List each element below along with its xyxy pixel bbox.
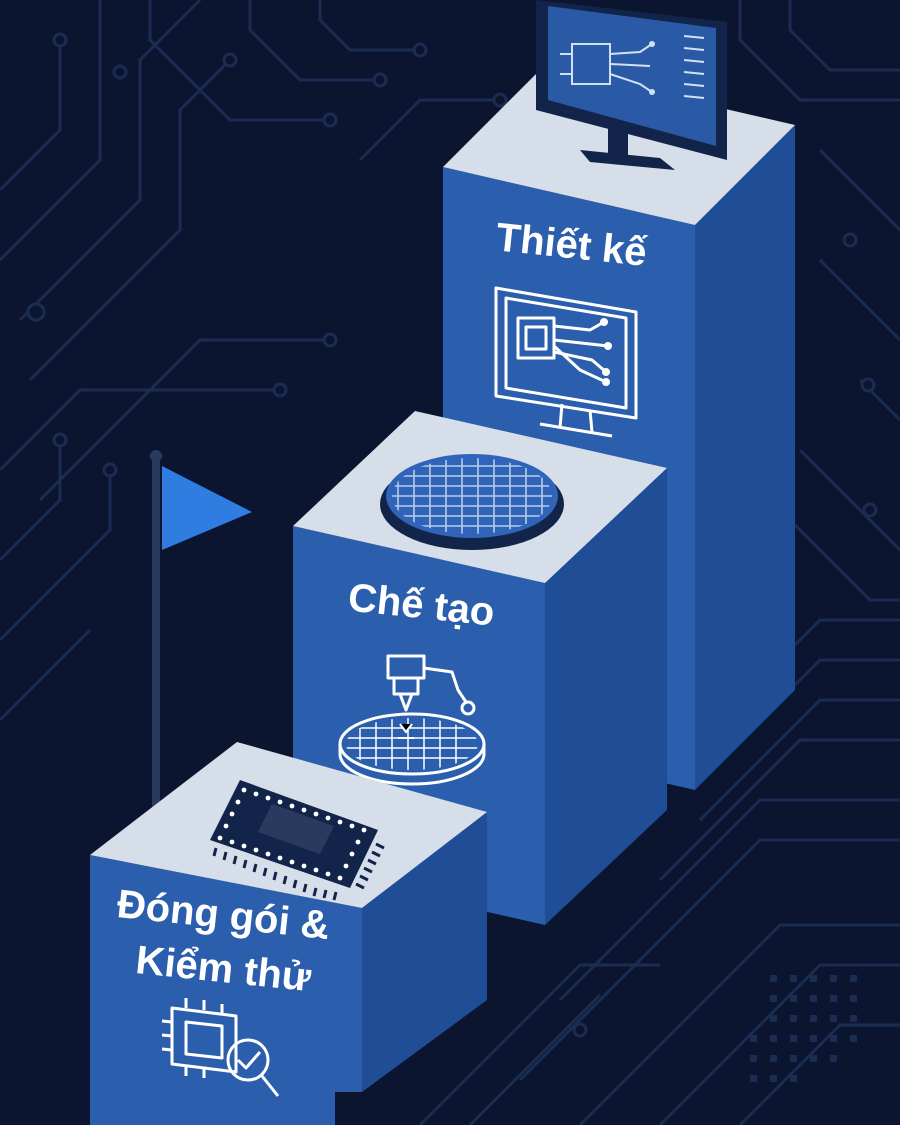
monitor-top-icon <box>536 0 727 170</box>
wafer-laser-icon <box>338 654 486 786</box>
wafer-laser-grid <box>346 718 478 770</box>
laser-node <box>460 700 476 716</box>
pillar-fabrication-side <box>545 468 667 925</box>
monitor-circuit-icon-nodes <box>600 318 612 386</box>
background-circuit-nodes <box>26 32 878 1038</box>
chip-inspect-icon <box>161 998 280 1097</box>
wafer-top-icon <box>380 454 564 550</box>
pillar-packaging-side <box>362 812 487 1092</box>
pillar-packaging: Đóng gói & Kiểm thử <box>90 742 487 1125</box>
pillar-design-side <box>695 125 795 790</box>
chip-package-top-icon <box>210 780 385 901</box>
pillar-packaging-front <box>90 855 362 1125</box>
monitor-circuit-icon <box>494 286 638 438</box>
background-dot-grid <box>750 975 857 1082</box>
